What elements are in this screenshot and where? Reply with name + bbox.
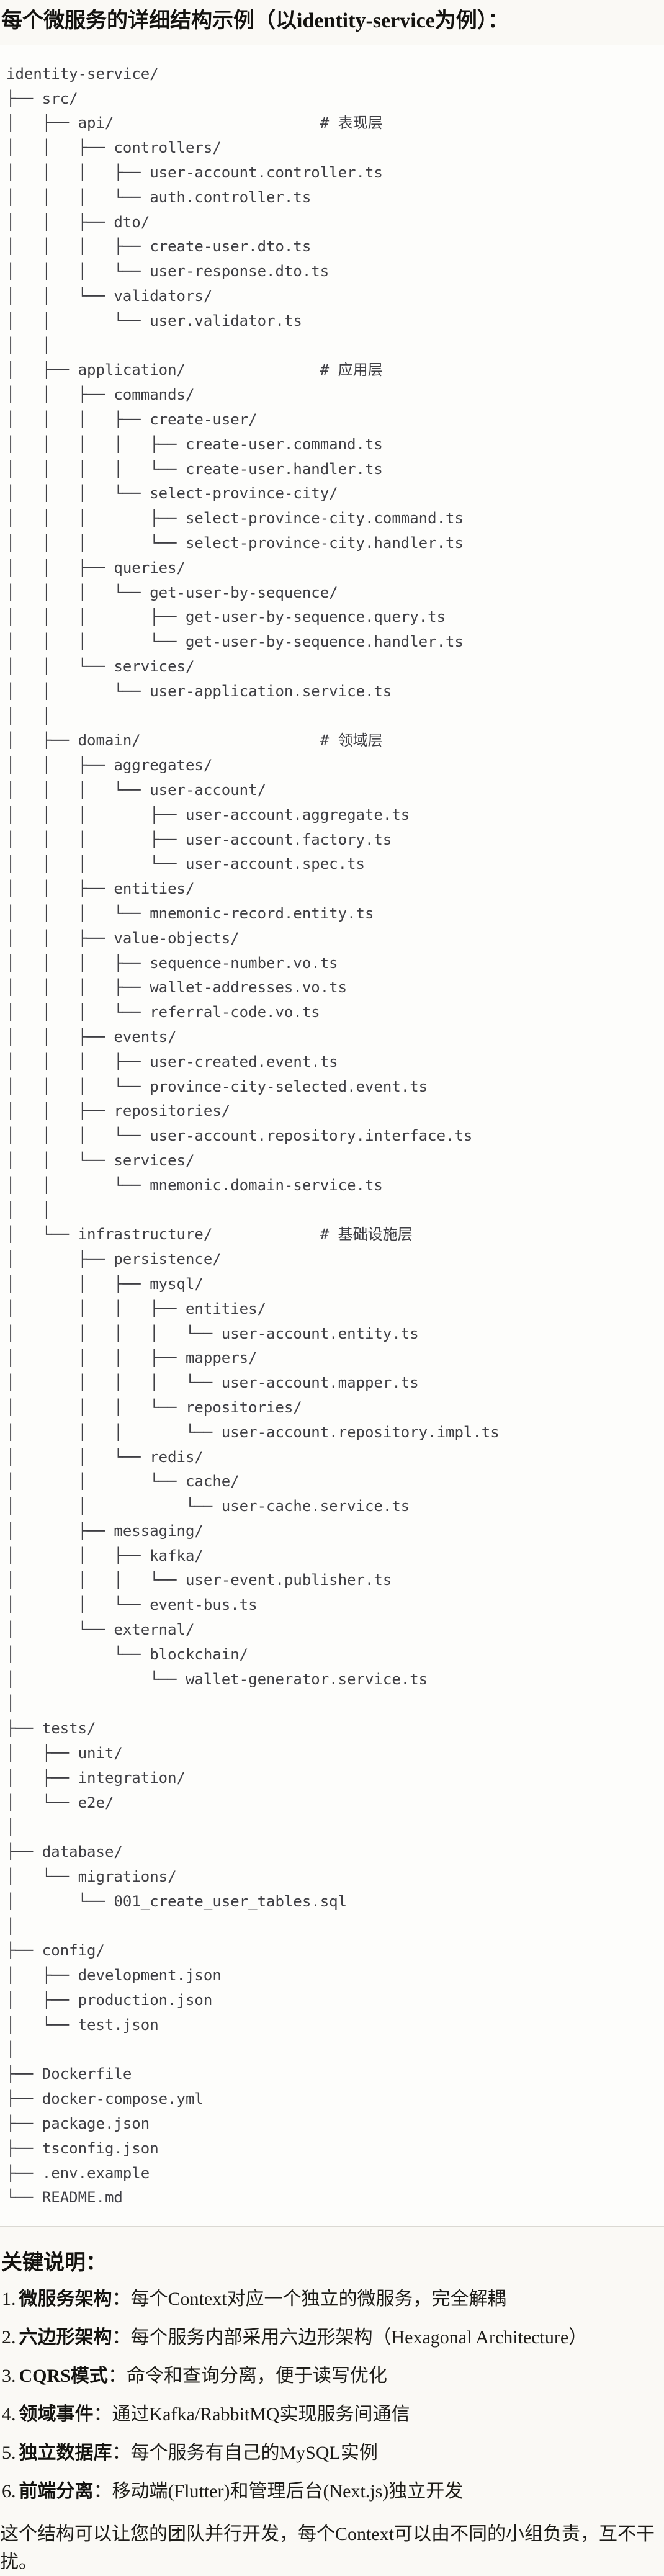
list-text: 命令和查询分离，便于读写优化	[126, 2366, 387, 2387]
list-item-cqrs-pattern: 3.CQRS模式：命令和查询分离，便于读写优化	[2, 2362, 664, 2390]
list-term: 独立数据库	[19, 2443, 112, 2464]
list-number: 2.	[2, 2327, 16, 2348]
list-separator: ：	[107, 2366, 127, 2387]
list-separator: ：	[93, 2404, 112, 2425]
list-number: 4.	[2, 2404, 16, 2425]
list-item-hexagonal-architecture: 2.六边形架构：每个服务内部采用六边形架构（Hexagonal Architec…	[2, 2323, 664, 2351]
list-number: 5.	[2, 2443, 16, 2464]
list-text: 移动端(Flutter)和管理后台(Next.js)独立开发	[112, 2481, 464, 2502]
notes-list: 1.微服务架构：每个Context对应一个独立的微服务，完全解耦 2.六边形架构…	[0, 2285, 664, 2505]
document-page: 每个微服务的详细结构示例（以identity-service为例）： ident…	[0, 7, 664, 2576]
list-text: 每个服务有自己的MySQL实例	[130, 2443, 378, 2464]
page-title: 每个微服务的详细结构示例（以identity-service为例）：	[1, 9, 509, 32]
list-text: 通过Kafka/RabbitMQ实现服务间通信	[112, 2404, 410, 2425]
directory-tree-code-block: identity-service/ ├── src/ │ ├── api/ # …	[0, 44, 664, 2227]
list-text: 每个Context对应一个独立的微服务，完全解耦	[130, 2289, 506, 2310]
list-term: 微服务架构	[19, 2289, 112, 2310]
list-number: 1.	[2, 2289, 16, 2310]
list-term: 领域事件	[19, 2404, 94, 2425]
notes-heading: 关键说明：	[1, 2251, 107, 2275]
list-item-microservice-architecture: 1.微服务架构：每个Context对应一个独立的微服务，完全解耦	[2, 2285, 664, 2313]
list-separator: ：	[112, 2327, 131, 2348]
list-term: 六边形架构	[19, 2327, 112, 2348]
list-number: 6.	[2, 2481, 16, 2502]
list-term: 前端分离	[19, 2481, 94, 2502]
list-term: CQRS模式	[19, 2366, 108, 2387]
list-text: 每个服务内部采用六边形架构（Hexagonal Architecture）	[130, 2327, 588, 2348]
list-item-independent-database: 5.独立数据库：每个服务有自己的MySQL实例	[2, 2439, 664, 2467]
directory-tree: identity-service/ ├── src/ │ ├── api/ # …	[6, 65, 500, 2207]
list-item-domain-events: 4.领域事件：通过Kafka/RabbitMQ实现服务间通信	[2, 2400, 664, 2428]
closing-paragraph: 这个结构可以让您的团队并行开发，每个Context可以由不同的小组负责，互不干扰…	[0, 2524, 655, 2573]
list-item-frontend-separation: 6.前端分离：移动端(Flutter)和管理后台(Next.js)独立开发	[2, 2477, 664, 2505]
list-separator: ：	[93, 2481, 112, 2502]
list-separator: ：	[112, 2289, 131, 2310]
list-separator: ：	[112, 2443, 131, 2464]
list-number: 3.	[2, 2366, 16, 2387]
